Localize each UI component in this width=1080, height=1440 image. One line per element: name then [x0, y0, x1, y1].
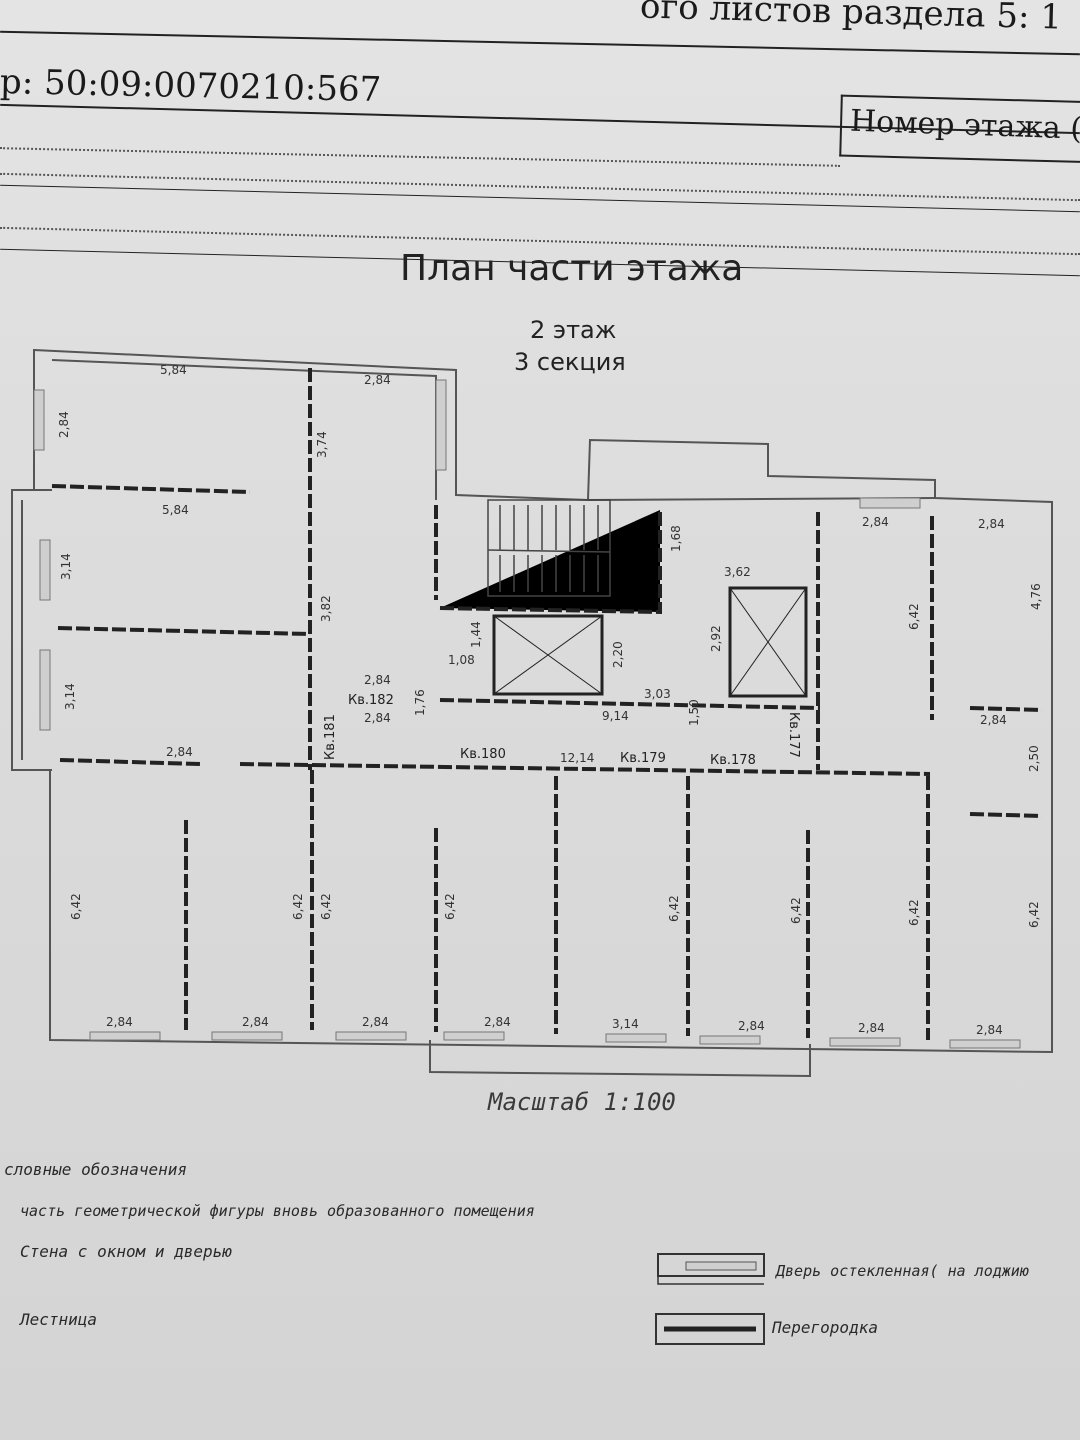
legend-item-partition: Перегородка [772, 1318, 878, 1337]
partition-h1 [51, 484, 251, 494]
floor-label: 2 этаж [530, 316, 617, 344]
legend-item-stairs: Лестница [20, 1310, 98, 1329]
inner-wall-outline [51, 359, 936, 501]
dim-5-84-a: 5,84 [160, 363, 187, 377]
dim-6-42-7: 6,42 [907, 899, 921, 926]
window-top-right [435, 379, 447, 471]
apt-177-label: Кв.177 [786, 712, 801, 758]
partition-h2 [57, 626, 311, 636]
dim-6-42-5: 6,42 [667, 895, 681, 922]
dim-bottom-2: 2,84 [242, 1015, 269, 1029]
dim-6-42-1: 6,42 [69, 893, 83, 920]
section-label: 3 секция [514, 348, 626, 376]
dim-2-50: 2,50 [1027, 745, 1041, 772]
legend-heading: словные обозначения [4, 1160, 188, 1179]
dim-3-03: 3,03 [644, 687, 671, 701]
header-line-1 [0, 30, 1080, 56]
dim-2-92: 2,92 [709, 625, 723, 652]
cadastral-number: р: 50:09:0070210:567 [0, 62, 382, 110]
legend-door-symbol [657, 1253, 765, 1285]
dim-bottom-4: 2,84 [484, 1015, 511, 1029]
dim-6-42-a: 6,42 [907, 603, 921, 630]
dim-3-14-a: 3,14 [59, 553, 73, 580]
legend-item-geometry: часть геометрической фигуры вновь образо… [20, 1202, 535, 1220]
dim-1-08: 1,08 [448, 653, 475, 667]
window-bottom-5 [605, 1033, 667, 1043]
dim-2-84-f: 2,84 [862, 515, 889, 529]
dim-12-14: 12,14 [560, 751, 594, 765]
dim-6-42-8: 6,42 [1027, 901, 1041, 928]
dim-5-84-b: 5,84 [162, 503, 189, 517]
window-bottom-3 [335, 1031, 407, 1041]
dotted-line-1 [0, 147, 840, 167]
apt-180-label: Кв.180 [460, 747, 506, 762]
window-bottom-4 [443, 1031, 505, 1041]
elevator-2 [728, 586, 808, 698]
dim-bottom-8: 2,84 [976, 1023, 1003, 1037]
legend-item-wall: Стена с окном и дверью [20, 1242, 232, 1261]
dim-9-14: 9,14 [602, 709, 629, 723]
loggia-bottom [429, 1040, 811, 1078]
dim-2-84-c: 2,84 [364, 673, 391, 687]
loggia-left [12, 489, 52, 771]
window-bottom-7 [829, 1037, 901, 1047]
apt-179-label: Кв.179 [620, 751, 666, 766]
apt-182-label: Кв.182 [348, 693, 394, 708]
apt-178-label: Кв.178 [710, 753, 756, 768]
dim-4-76: 4,76 [1029, 583, 1043, 610]
dim-2-84-g: 2,84 [978, 517, 1005, 531]
dim-6-42-3: 6,42 [319, 893, 333, 920]
legend-item-door: Дверь остекленная( на лоджию [776, 1262, 1029, 1280]
dotted-line-2 [0, 172, 1080, 202]
window-bottom-6 [699, 1035, 761, 1045]
dim-6-42-4: 6,42 [443, 893, 457, 920]
dim-1-68: 1,68 [669, 525, 683, 552]
dim-1-50: 1,50 [687, 699, 701, 726]
dim-bottom-1: 2,84 [106, 1015, 133, 1029]
dim-2-84-e: 2,84 [166, 745, 193, 759]
elevator-1-x [493, 615, 603, 695]
partition-h3 [59, 758, 931, 776]
legend-partition-symbol [655, 1313, 765, 1345]
scale-label: Масштаб 1:100 [488, 1088, 676, 1116]
window-left-1 [33, 389, 45, 451]
dim-1-44: 1,44 [469, 621, 483, 648]
dim-3-74: 3,74 [315, 431, 329, 458]
window-bottom-1 [89, 1031, 161, 1041]
elevator-2-x [729, 587, 807, 697]
window-bottom-8 [949, 1039, 1021, 1049]
dim-3-14-b: 3,14 [63, 683, 77, 710]
dim-2-84-h: 2,84 [980, 713, 1007, 727]
dim-2-84-v: 2,84 [57, 411, 71, 438]
dim-bottom-7: 2,84 [858, 1021, 885, 1035]
dim-bottom-6: 2,84 [738, 1019, 765, 1033]
dim-1-76: 1,76 [413, 689, 427, 716]
dim-bottom-3: 2,84 [362, 1015, 389, 1029]
plan-title: План части этажа [400, 248, 744, 289]
window-left-2 [39, 539, 51, 601]
staircase [487, 499, 611, 597]
floor-plan: 5,84 2,84 3,74 2,84 5,84 3,14 3,82 3,14 … [11, 348, 1053, 1078]
apt-181-label: Кв.181 [323, 714, 338, 760]
window-left-3 [39, 649, 51, 731]
dim-6-42-2: 6,42 [291, 893, 305, 920]
partition-core [439, 510, 821, 710]
window-bottom-2 [211, 1031, 283, 1041]
dim-6-42-6: 6,42 [789, 897, 803, 924]
sheets-count-text: ого листов раздела 5: 1 [639, 0, 1063, 38]
header-line-3 [0, 184, 1080, 213]
window-top-1 [859, 497, 921, 509]
elevator-1 [492, 614, 604, 696]
dim-3-62: 3,62 [724, 565, 751, 579]
dim-3-82: 3,82 [319, 595, 333, 622]
dim-2-20: 2,20 [611, 641, 625, 668]
partition-h4 [969, 706, 1043, 818]
dim-2-84-a: 2,84 [364, 373, 391, 387]
dim-2-84-d: 2,84 [364, 711, 391, 725]
dim-bottom-5: 3,14 [612, 1017, 639, 1031]
